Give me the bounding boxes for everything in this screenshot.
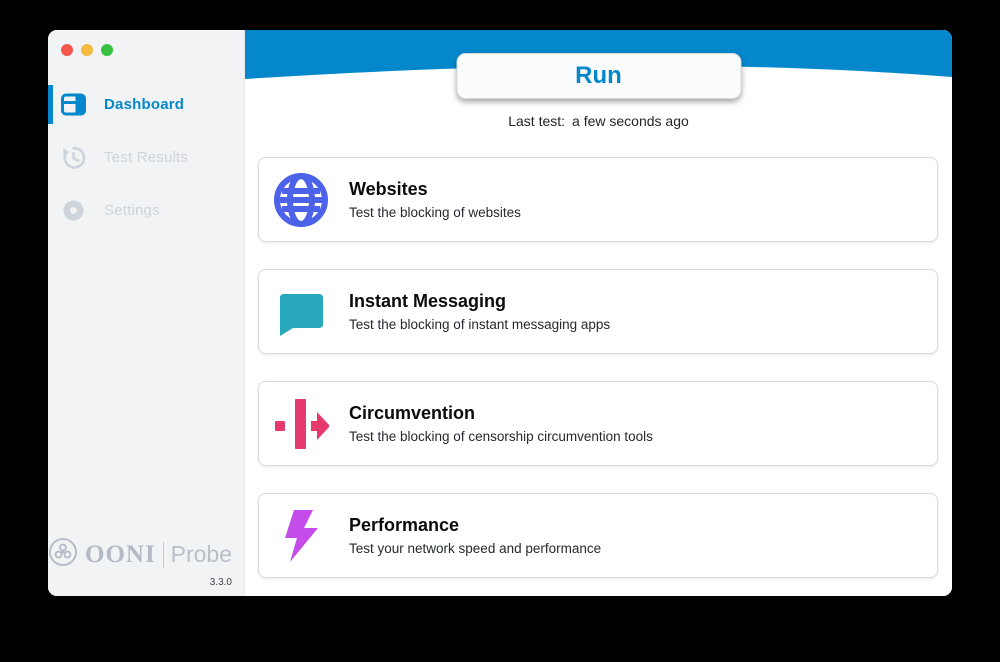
sidebar-footer: OONI Probe 3.3.0 bbox=[48, 537, 232, 588]
gear-icon bbox=[60, 197, 87, 224]
sidebar-item-settings[interactable]: Settings bbox=[48, 184, 244, 237]
card-subtitle: Test the blocking of censorship circumve… bbox=[349, 429, 653, 445]
ooni-logo-mark-icon bbox=[48, 537, 78, 572]
sidebar-item-label: Settings bbox=[104, 202, 160, 219]
sidebar-item-label: Test Results bbox=[104, 149, 189, 166]
run-button[interactable]: Run bbox=[456, 53, 741, 99]
test-card-list: Websites Test the blocking of websites I… bbox=[258, 157, 938, 596]
main-content: Run Last test: a few seconds ago bbox=[245, 30, 952, 596]
card-subtitle: Test the blocking of websites bbox=[349, 205, 521, 221]
card-subtitle: Test your network speed and performance bbox=[349, 541, 602, 557]
maximize-window-button[interactable] bbox=[101, 44, 113, 56]
card-instant-messaging[interactable]: Instant Messaging Test the blocking of i… bbox=[258, 269, 938, 354]
sidebar-item-test-results[interactable]: Test Results bbox=[48, 131, 244, 184]
active-indicator bbox=[48, 85, 53, 124]
circumvention-icon bbox=[273, 396, 330, 452]
product-name: Probe bbox=[170, 541, 232, 567]
card-title: Websites bbox=[349, 178, 428, 199]
sidebar: Dashboard Test Results bbox=[48, 30, 245, 596]
last-test-label: Last test: bbox=[508, 113, 566, 129]
card-subtitle: Test the blocking of instant messaging a… bbox=[349, 317, 611, 333]
brand-name: OONI bbox=[85, 540, 156, 568]
card-websites[interactable]: Websites Test the blocking of websites bbox=[258, 157, 938, 242]
minimize-window-button[interactable] bbox=[81, 44, 93, 56]
globe-icon bbox=[273, 172, 329, 228]
window-controls bbox=[48, 30, 244, 56]
logo-divider bbox=[162, 541, 164, 568]
sidebar-item-label: Dashboard bbox=[104, 96, 185, 113]
lightning-bolt-icon bbox=[273, 508, 329, 564]
card-title: Circumvention bbox=[349, 402, 476, 423]
sidebar-nav: Dashboard Test Results bbox=[48, 78, 244, 237]
close-window-button[interactable] bbox=[61, 44, 73, 56]
ooni-probe-logo: OONI Probe bbox=[48, 537, 232, 572]
app-version: 3.3.0 bbox=[209, 577, 232, 588]
card-title: Performance bbox=[349, 514, 460, 535]
chat-bubble-icon bbox=[273, 284, 329, 340]
card-circumvention[interactable]: Circumvention Test the blocking of censo… bbox=[258, 381, 938, 466]
dashboard-icon bbox=[60, 91, 87, 118]
sidebar-item-dashboard[interactable]: Dashboard bbox=[48, 78, 244, 131]
last-test-status: Last test: a few seconds ago bbox=[245, 113, 952, 129]
app-window: Dashboard Test Results bbox=[48, 30, 952, 596]
card-title: Instant Messaging bbox=[349, 290, 507, 311]
last-test-value: a few seconds ago bbox=[572, 113, 689, 129]
card-performance[interactable]: Performance Test your network speed and … bbox=[258, 493, 938, 578]
history-icon bbox=[60, 144, 87, 171]
